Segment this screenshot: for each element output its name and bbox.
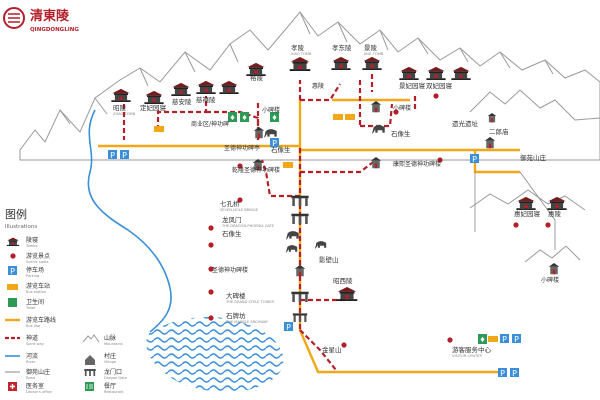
- scenic-spot-dots: [208, 93, 551, 348]
- bridge-icon-qikong: [291, 195, 309, 206]
- parking-icon: P: [470, 154, 479, 164]
- pavilion-icon-7: [548, 263, 560, 275]
- svg-text:♦: ♦: [241, 114, 247, 122]
- toilet-icon: ♦: [228, 112, 237, 122]
- svg-text:P: P: [272, 139, 277, 148]
- spot-dot-8: [513, 222, 519, 228]
- bus-station-icon: [488, 336, 498, 342]
- spot-dot-3: [208, 266, 214, 272]
- svg-text:P: P: [514, 335, 519, 344]
- svg-text:P: P: [110, 151, 115, 160]
- pavilion-icon-5: [294, 265, 306, 277]
- gate-icon-longfeng: [291, 213, 309, 224]
- svg-text:P: P: [122, 151, 127, 160]
- gate-icon-archway: [291, 291, 309, 302]
- parking-icon: P: [108, 150, 117, 160]
- svg-text:P: P: [500, 369, 505, 378]
- svg-text:P: P: [502, 335, 507, 344]
- svg-text:P: P: [472, 155, 477, 164]
- gate-icon-dragon: [292, 313, 308, 322]
- svg-text:♦: ♦: [271, 114, 277, 122]
- spot-dot-6: [341, 342, 347, 348]
- parking-icon: P: [270, 138, 279, 148]
- mountain-range: [19, 11, 600, 263]
- parking-icon: P: [512, 334, 521, 344]
- parking-icon: P: [284, 322, 293, 332]
- spot-dot-9: [545, 222, 551, 228]
- sculpture-icon-3: [286, 231, 299, 240]
- spot-dot-4: [208, 289, 214, 295]
- spot-dot-14: [237, 197, 243, 203]
- toilet-icon: ♦: [478, 334, 487, 344]
- spot-dot-10: [393, 109, 399, 115]
- parking-icon: P: [498, 368, 507, 378]
- sculpture-icon-4: [315, 241, 327, 249]
- sculpture-icon-5: [286, 245, 298, 253]
- spot-dot-1: [208, 225, 214, 231]
- tomb-icon-zhaoxi: [336, 286, 358, 301]
- tomb-icon-huifei: [516, 196, 536, 210]
- facility-icons: P P P P P P P P P ♦ ♦ ♦ ♦: [108, 112, 521, 378]
- parking-icon: P: [510, 368, 519, 378]
- river: [87, 109, 284, 392]
- parking-icon: P: [120, 150, 129, 160]
- toilet-icon: ♦: [240, 112, 249, 122]
- parking-icon: P: [500, 334, 509, 344]
- spot-dot-7: [447, 337, 453, 343]
- roads: [474, 171, 556, 250]
- bus-station-icon: [283, 162, 293, 168]
- bus-station-icon: [333, 114, 343, 120]
- svg-text:P: P: [512, 369, 517, 378]
- svg-text:P: P: [286, 323, 291, 332]
- spot-dot-11: [433, 93, 439, 99]
- spot-dot-2: [208, 242, 214, 248]
- toilet-icon: ♦: [270, 112, 279, 122]
- bus-station-icon: [345, 114, 355, 120]
- spot-dot-5: [208, 315, 214, 321]
- spot-dot-12: [437, 157, 443, 163]
- spot-dot-13: [237, 163, 243, 169]
- svg-text:♦: ♦: [229, 114, 235, 122]
- svg-text:♦: ♦: [479, 336, 485, 344]
- bus-station-icon: [154, 126, 164, 132]
